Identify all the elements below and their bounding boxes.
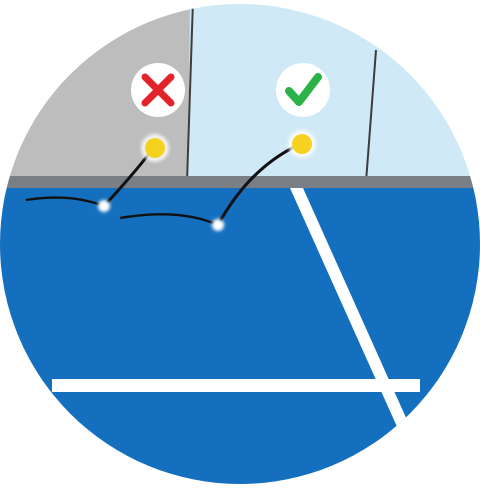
court-surface bbox=[0, 188, 480, 488]
cross-marker bbox=[131, 63, 185, 117]
wall-glass-panel bbox=[188, 0, 480, 182]
bounce-spark-in bbox=[212, 219, 224, 231]
ball-out bbox=[145, 138, 165, 158]
court-line-horizontal bbox=[52, 379, 420, 392]
check-badge bbox=[276, 63, 330, 117]
ball-in bbox=[292, 134, 312, 154]
check-marker bbox=[276, 63, 330, 117]
baseboard bbox=[0, 176, 480, 188]
bounce-spark-out bbox=[98, 200, 110, 212]
